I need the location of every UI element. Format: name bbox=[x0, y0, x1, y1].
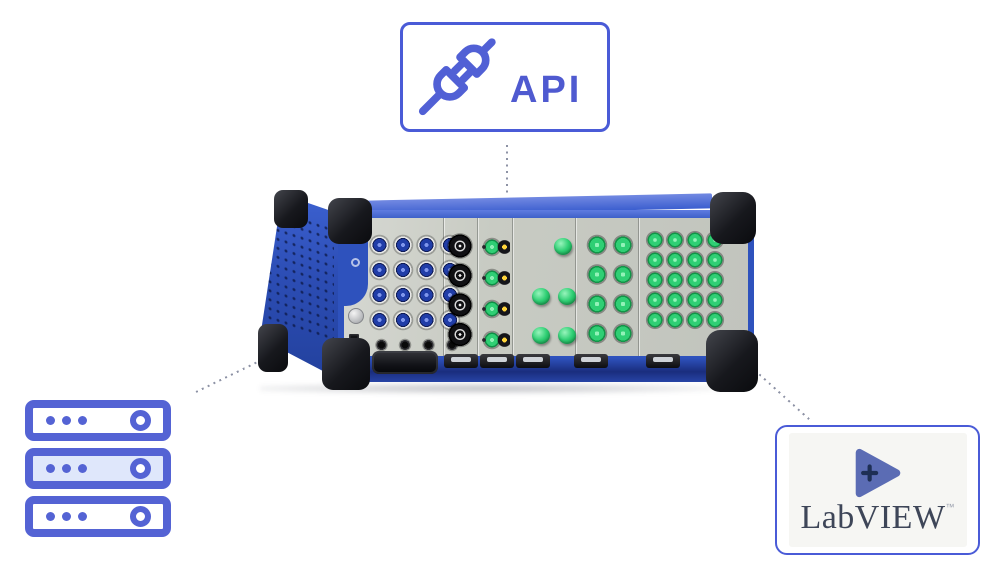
plug-connection-icon bbox=[418, 38, 496, 116]
module-separator bbox=[638, 218, 639, 356]
server-led-dots bbox=[46, 464, 87, 473]
green-connector-pairs-module bbox=[584, 232, 636, 350]
green-fiber-connector bbox=[532, 327, 550, 344]
server-port-ring bbox=[130, 458, 151, 479]
module-latch[interactable] bbox=[516, 354, 550, 368]
corner-bumper-top-left bbox=[328, 198, 372, 244]
server-port-ring bbox=[130, 506, 151, 527]
module-latch[interactable] bbox=[444, 354, 478, 368]
server-unit bbox=[25, 448, 171, 489]
switch-knob-column bbox=[447, 232, 474, 350]
api-label: API bbox=[510, 68, 583, 111]
green-connector-grid-module bbox=[645, 230, 725, 330]
trademark-symbol: ™ bbox=[945, 502, 955, 512]
sparse-green-connector-module bbox=[516, 230, 576, 362]
server-rack-icon bbox=[25, 400, 171, 544]
server-unit bbox=[25, 400, 171, 441]
blue-fiber-connector-grid bbox=[368, 234, 462, 334]
module-separator bbox=[477, 218, 478, 356]
server-unit bbox=[25, 496, 171, 537]
labview-label: LabVIEW bbox=[800, 499, 946, 536]
instrument-chassis bbox=[258, 190, 758, 395]
power-button[interactable] bbox=[351, 258, 360, 267]
green-fiber-connector bbox=[532, 288, 550, 305]
warning-label-connector-column bbox=[481, 232, 510, 356]
module-separator bbox=[512, 218, 513, 356]
green-fiber-connector bbox=[558, 288, 576, 305]
corner-bumper-rear-top bbox=[274, 190, 308, 228]
ferrule-connector bbox=[348, 308, 364, 324]
api-callout: API bbox=[400, 22, 610, 132]
front-panel-plate bbox=[344, 218, 748, 364]
chassis-handle[interactable] bbox=[372, 351, 438, 374]
connector-line-api bbox=[506, 145, 508, 197]
server-led-dots bbox=[46, 512, 87, 521]
server-port-ring bbox=[130, 410, 151, 431]
labview-play-icon bbox=[855, 448, 900, 498]
green-fiber-connector bbox=[558, 327, 576, 344]
green-fiber-connector bbox=[554, 238, 572, 255]
corner-bumper-rear-bottom bbox=[258, 324, 288, 372]
labview-callout: LabVIEW™ bbox=[775, 425, 980, 555]
module-separator bbox=[575, 218, 576, 356]
device-shadow bbox=[260, 382, 752, 395]
corner-bumper-bottom-left bbox=[322, 338, 370, 390]
corner-bumper-bottom-right bbox=[706, 330, 758, 392]
server-led-dots bbox=[46, 416, 87, 425]
chassis-front-panel bbox=[338, 210, 754, 382]
labview-wordmark: LabVIEW™ bbox=[800, 501, 954, 535]
module-latch[interactable] bbox=[480, 354, 514, 368]
module-latch[interactable] bbox=[574, 354, 608, 368]
corner-bumper-top-right bbox=[710, 192, 756, 244]
module-latch[interactable] bbox=[646, 354, 680, 368]
labview-logo-area: LabVIEW™ bbox=[788, 433, 967, 547]
